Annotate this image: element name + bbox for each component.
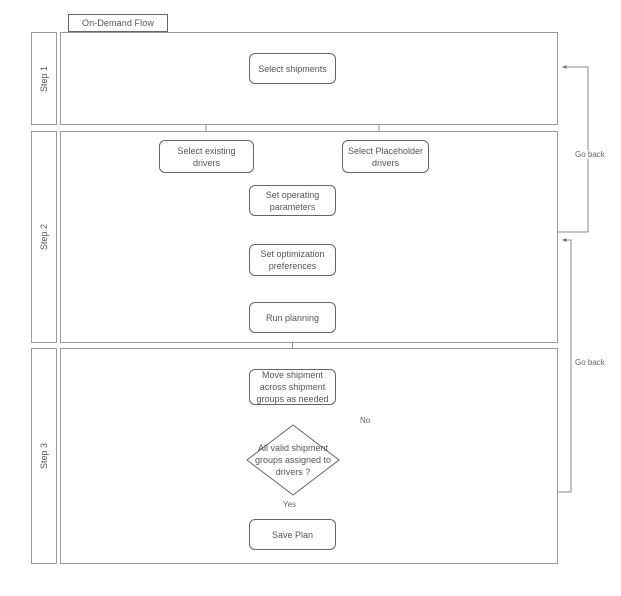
- edge-label-yes: Yes: [281, 500, 299, 509]
- lane-label-step-3: Step 3: [31, 348, 57, 564]
- edge-label-go-back-upper: Go back: [573, 150, 607, 159]
- edge-go-back-lower: [562, 238, 572, 492]
- diamond-shape: [246, 424, 340, 496]
- node-move-shipment[interactable]: Move shipment across shipment groups as …: [249, 369, 336, 405]
- node-set-optimization-preferences[interactable]: Set optimization preferences: [249, 244, 336, 276]
- lane-label-text-step-2: Step 2: [39, 223, 49, 251]
- edge-label-no: No: [358, 416, 373, 425]
- lane-label-step-1: Step 1: [31, 32, 57, 125]
- diagram-title: On-Demand Flow: [68, 14, 168, 32]
- lane-label-step-2: Step 2: [31, 131, 57, 343]
- node-set-operating-parameters[interactable]: Set operating parameters: [249, 185, 336, 216]
- lane-label-text-step-3: Step 3: [39, 442, 49, 470]
- node-decision-all-valid[interactable]: All valid shipment groups assigned to dr…: [246, 424, 340, 496]
- node-run-planning[interactable]: Run planning: [249, 302, 336, 333]
- node-select-placeholder-drivers[interactable]: Select Placeholder drivers: [342, 140, 429, 173]
- node-save-plan[interactable]: Save Plan: [249, 519, 336, 550]
- lane-body-step-2: [60, 131, 558, 343]
- lane-label-text-step-1: Step 1: [39, 65, 49, 92]
- edge-label-go-back-lower: Go back: [573, 358, 607, 367]
- node-select-existing-drivers[interactable]: Select existing drivers: [159, 140, 254, 173]
- node-select-shipments[interactable]: Select shipments: [249, 53, 336, 84]
